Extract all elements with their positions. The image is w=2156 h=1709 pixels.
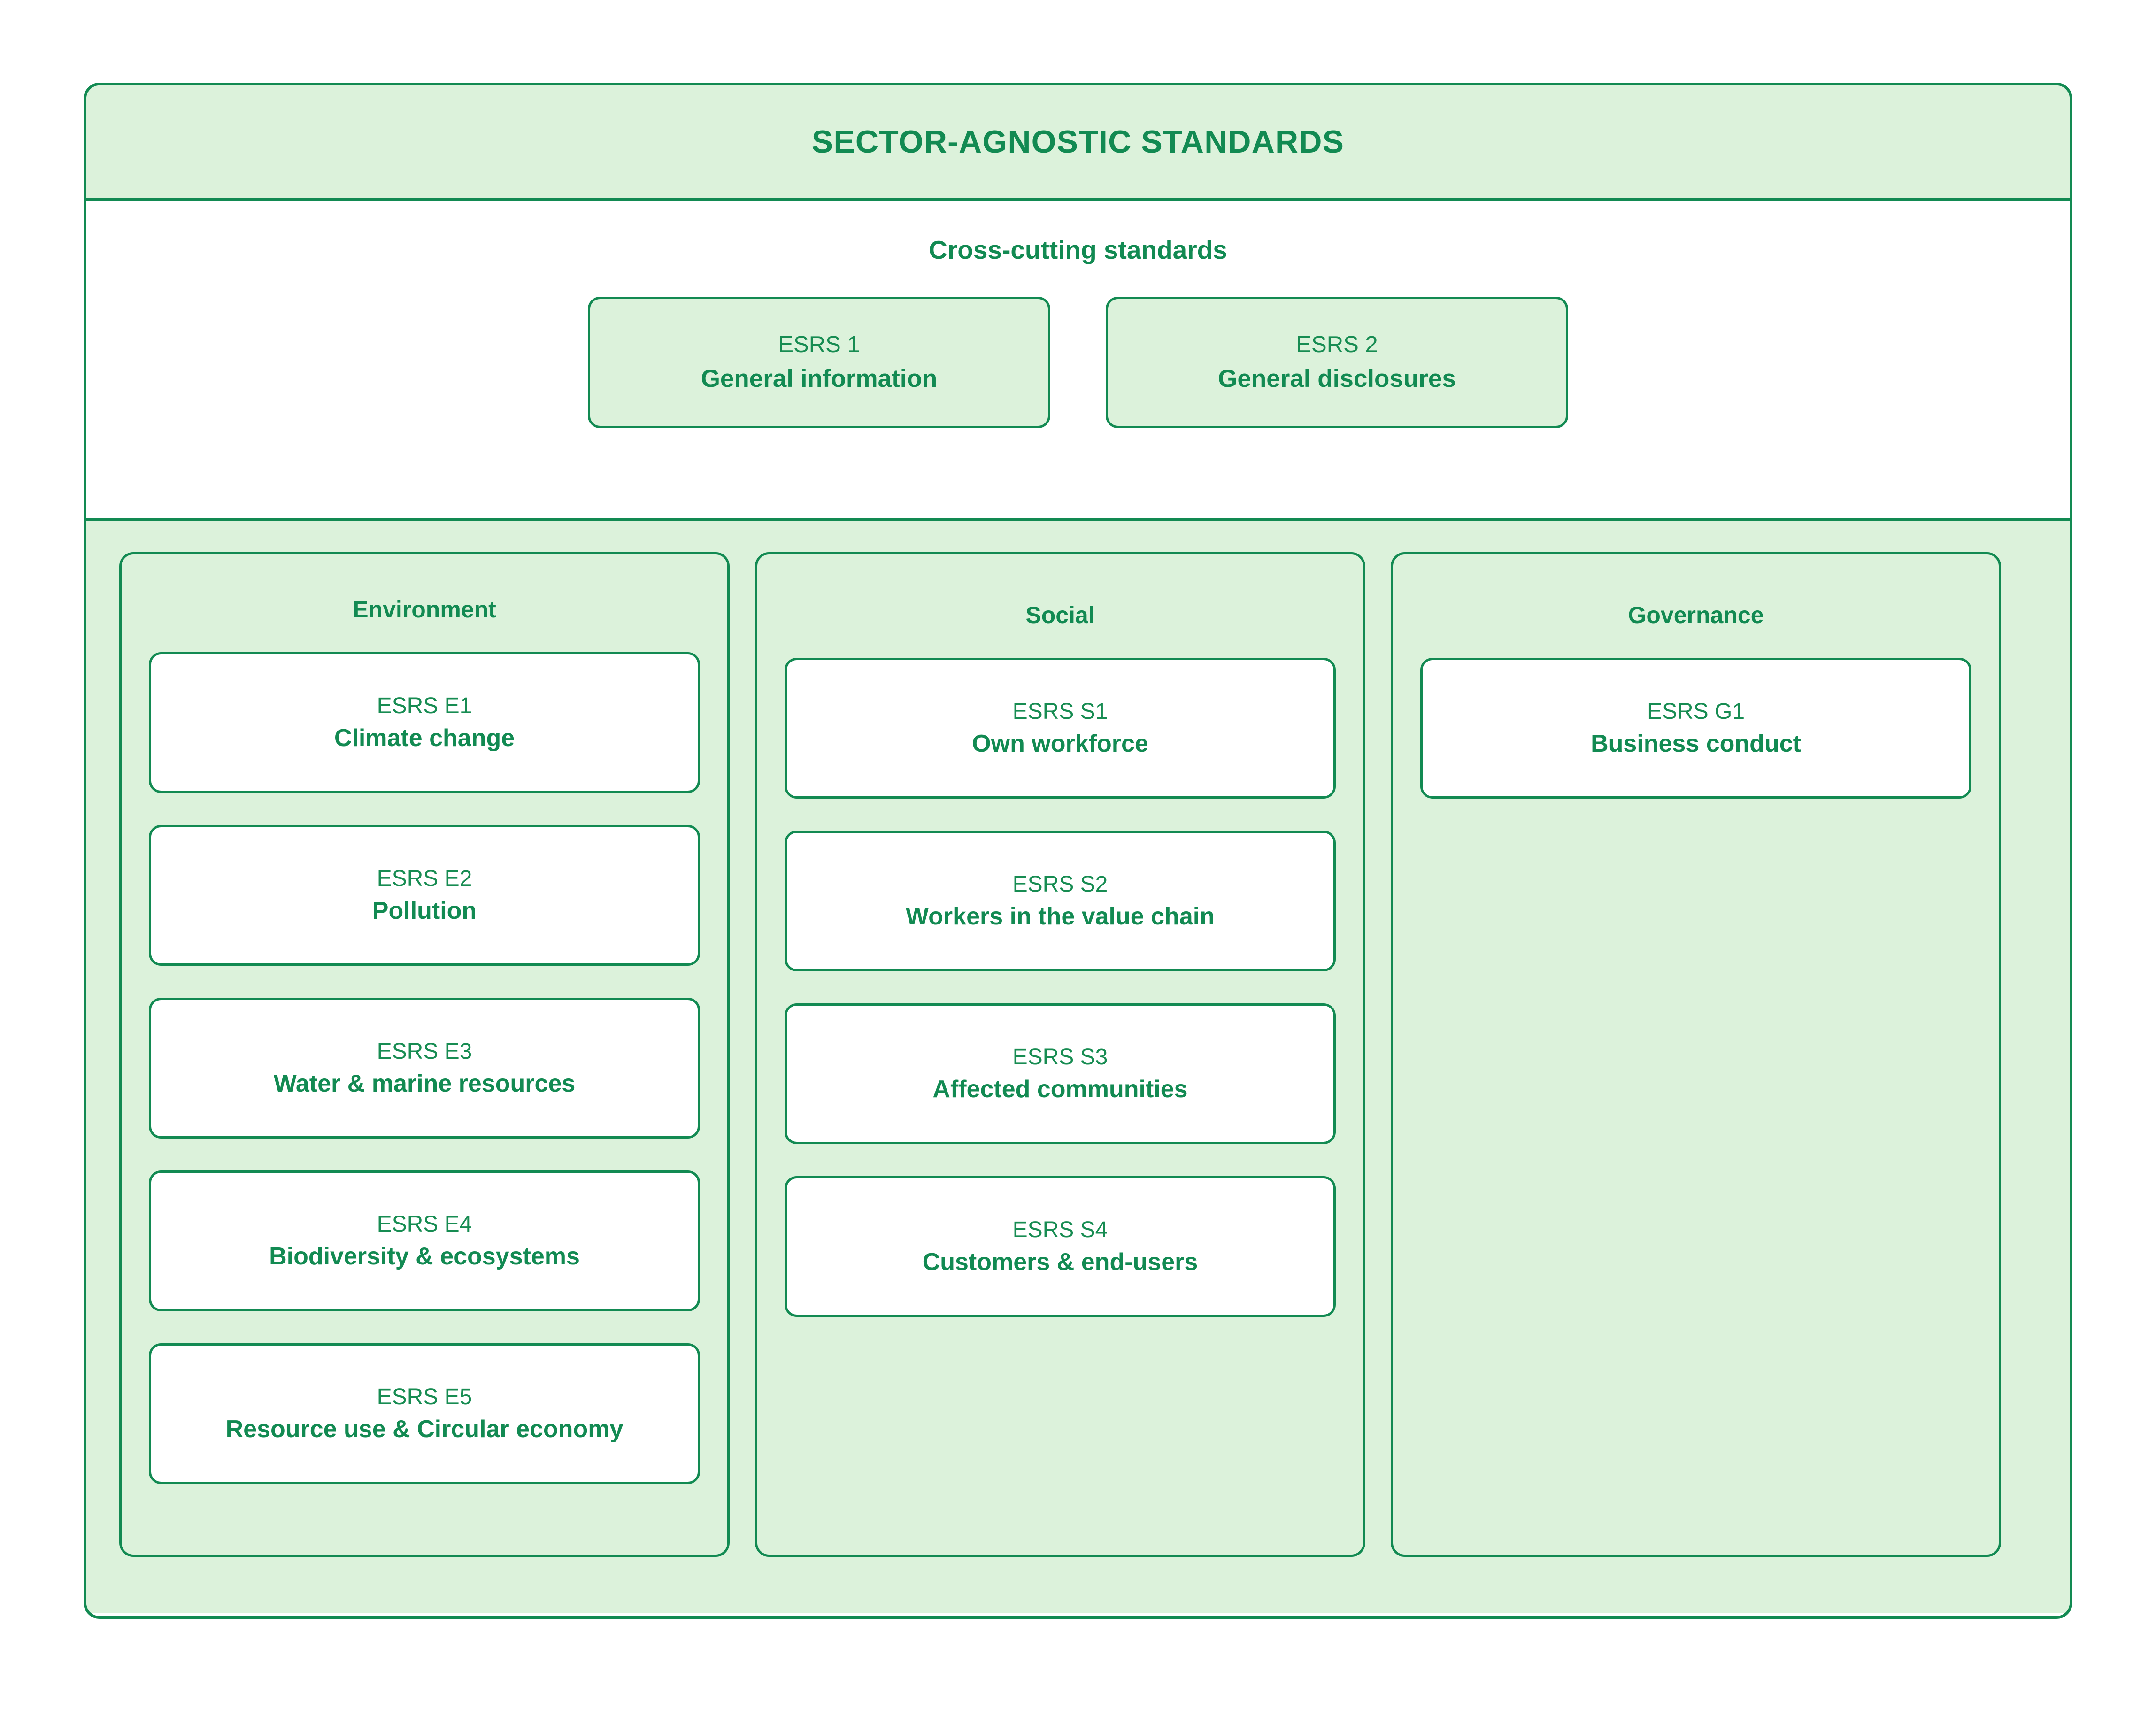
standard-card-esrs-e2[interactable]: ESRS E2 Pollution <box>149 825 700 966</box>
standard-name: Business conduct <box>1591 730 1801 757</box>
standard-code: ESRS S1 <box>1012 699 1108 724</box>
cross-cutting-section: Cross-cutting standards ESRS 1 General i… <box>86 201 2070 521</box>
standard-code: ESRS G1 <box>1647 699 1745 724</box>
standard-card-esrs2[interactable]: ESRS 2 General disclosures <box>1106 297 1568 428</box>
standard-name: Customers & end-users <box>922 1248 1198 1276</box>
standard-code: ESRS 1 <box>778 331 860 357</box>
pillar-card-list-social: ESRS S1 Own workforce ESRS S2 Workers in… <box>785 658 1336 1317</box>
standard-card-esrs1[interactable]: ESRS 1 General information <box>588 297 1050 428</box>
esrs-standards-diagram: SECTOR-AGNOSTIC STANDARDS Cross-cutting … <box>84 83 2072 1619</box>
standard-code: ESRS S3 <box>1012 1045 1108 1070</box>
standard-card-esrs-e5[interactable]: ESRS E5 Resource use & Circular economy <box>149 1343 700 1484</box>
pillar-column-environment: Environment ESRS E1 Climate change ESRS … <box>119 552 730 1557</box>
pillar-title-governance: Governance <box>1628 602 1764 628</box>
banner-title: SECTOR-AGNOSTIC STANDARDS <box>811 124 1345 160</box>
standard-code: ESRS E3 <box>377 1039 472 1064</box>
standard-name: Biodiversity & ecosystems <box>269 1242 580 1270</box>
standard-code: ESRS E2 <box>377 866 472 891</box>
pillar-card-list-governance: ESRS G1 Business conduct <box>1420 658 1971 799</box>
standard-card-esrs-e1[interactable]: ESRS E1 Climate change <box>149 652 700 793</box>
standard-card-esrs-s1[interactable]: ESRS S1 Own workforce <box>785 658 1336 799</box>
standard-code: ESRS S4 <box>1012 1217 1108 1242</box>
standard-card-esrs-e4[interactable]: ESRS E4 Biodiversity & ecosystems <box>149 1170 700 1311</box>
standard-name: Pollution <box>372 897 477 924</box>
pillar-column-social: Social ESRS S1 Own workforce ESRS S2 Wor… <box>755 552 1365 1557</box>
standard-name: General disclosures <box>1218 364 1456 393</box>
standard-name: Affected communities <box>932 1075 1188 1103</box>
standard-code: ESRS E1 <box>377 693 472 718</box>
standard-code: ESRS E5 <box>377 1385 472 1409</box>
pillar-column-governance: Governance ESRS G1 Business conduct <box>1391 552 2001 1557</box>
cross-cutting-standard-list: ESRS 1 General information ESRS 2 Genera… <box>86 297 2070 428</box>
banner: SECTOR-AGNOSTIC STANDARDS <box>86 85 2070 201</box>
topical-standards-section: Environment ESRS E1 Climate change ESRS … <box>86 521 2070 1613</box>
standard-code: ESRS S2 <box>1012 872 1108 897</box>
standard-name: Workers in the value chain <box>906 902 1215 930</box>
pillar-card-list-environment: ESRS E1 Climate change ESRS E2 Pollution… <box>149 652 700 1484</box>
pillar-title-social: Social <box>1025 602 1095 628</box>
standard-card-esrs-s4[interactable]: ESRS S4 Customers & end-users <box>785 1176 1336 1317</box>
standard-name: Resource use & Circular economy <box>225 1415 624 1443</box>
standard-code: ESRS 2 <box>1296 331 1378 357</box>
standard-name: General information <box>701 364 938 393</box>
standard-card-esrs-e3[interactable]: ESRS E3 Water & marine resources <box>149 998 700 1139</box>
standard-card-esrs-s2[interactable]: ESRS S2 Workers in the value chain <box>785 831 1336 971</box>
standard-card-esrs-s3[interactable]: ESRS S3 Affected communities <box>785 1003 1336 1144</box>
pillar-title-environment: Environment <box>353 596 496 623</box>
standard-card-esrs-g1[interactable]: ESRS G1 Business conduct <box>1420 658 1971 799</box>
cross-cutting-heading: Cross-cutting standards <box>929 235 1227 264</box>
standard-name: Climate change <box>334 724 515 752</box>
standard-name: Own workforce <box>972 730 1148 757</box>
standard-code: ESRS E4 <box>377 1212 472 1237</box>
standard-name: Water & marine resources <box>273 1070 576 1097</box>
